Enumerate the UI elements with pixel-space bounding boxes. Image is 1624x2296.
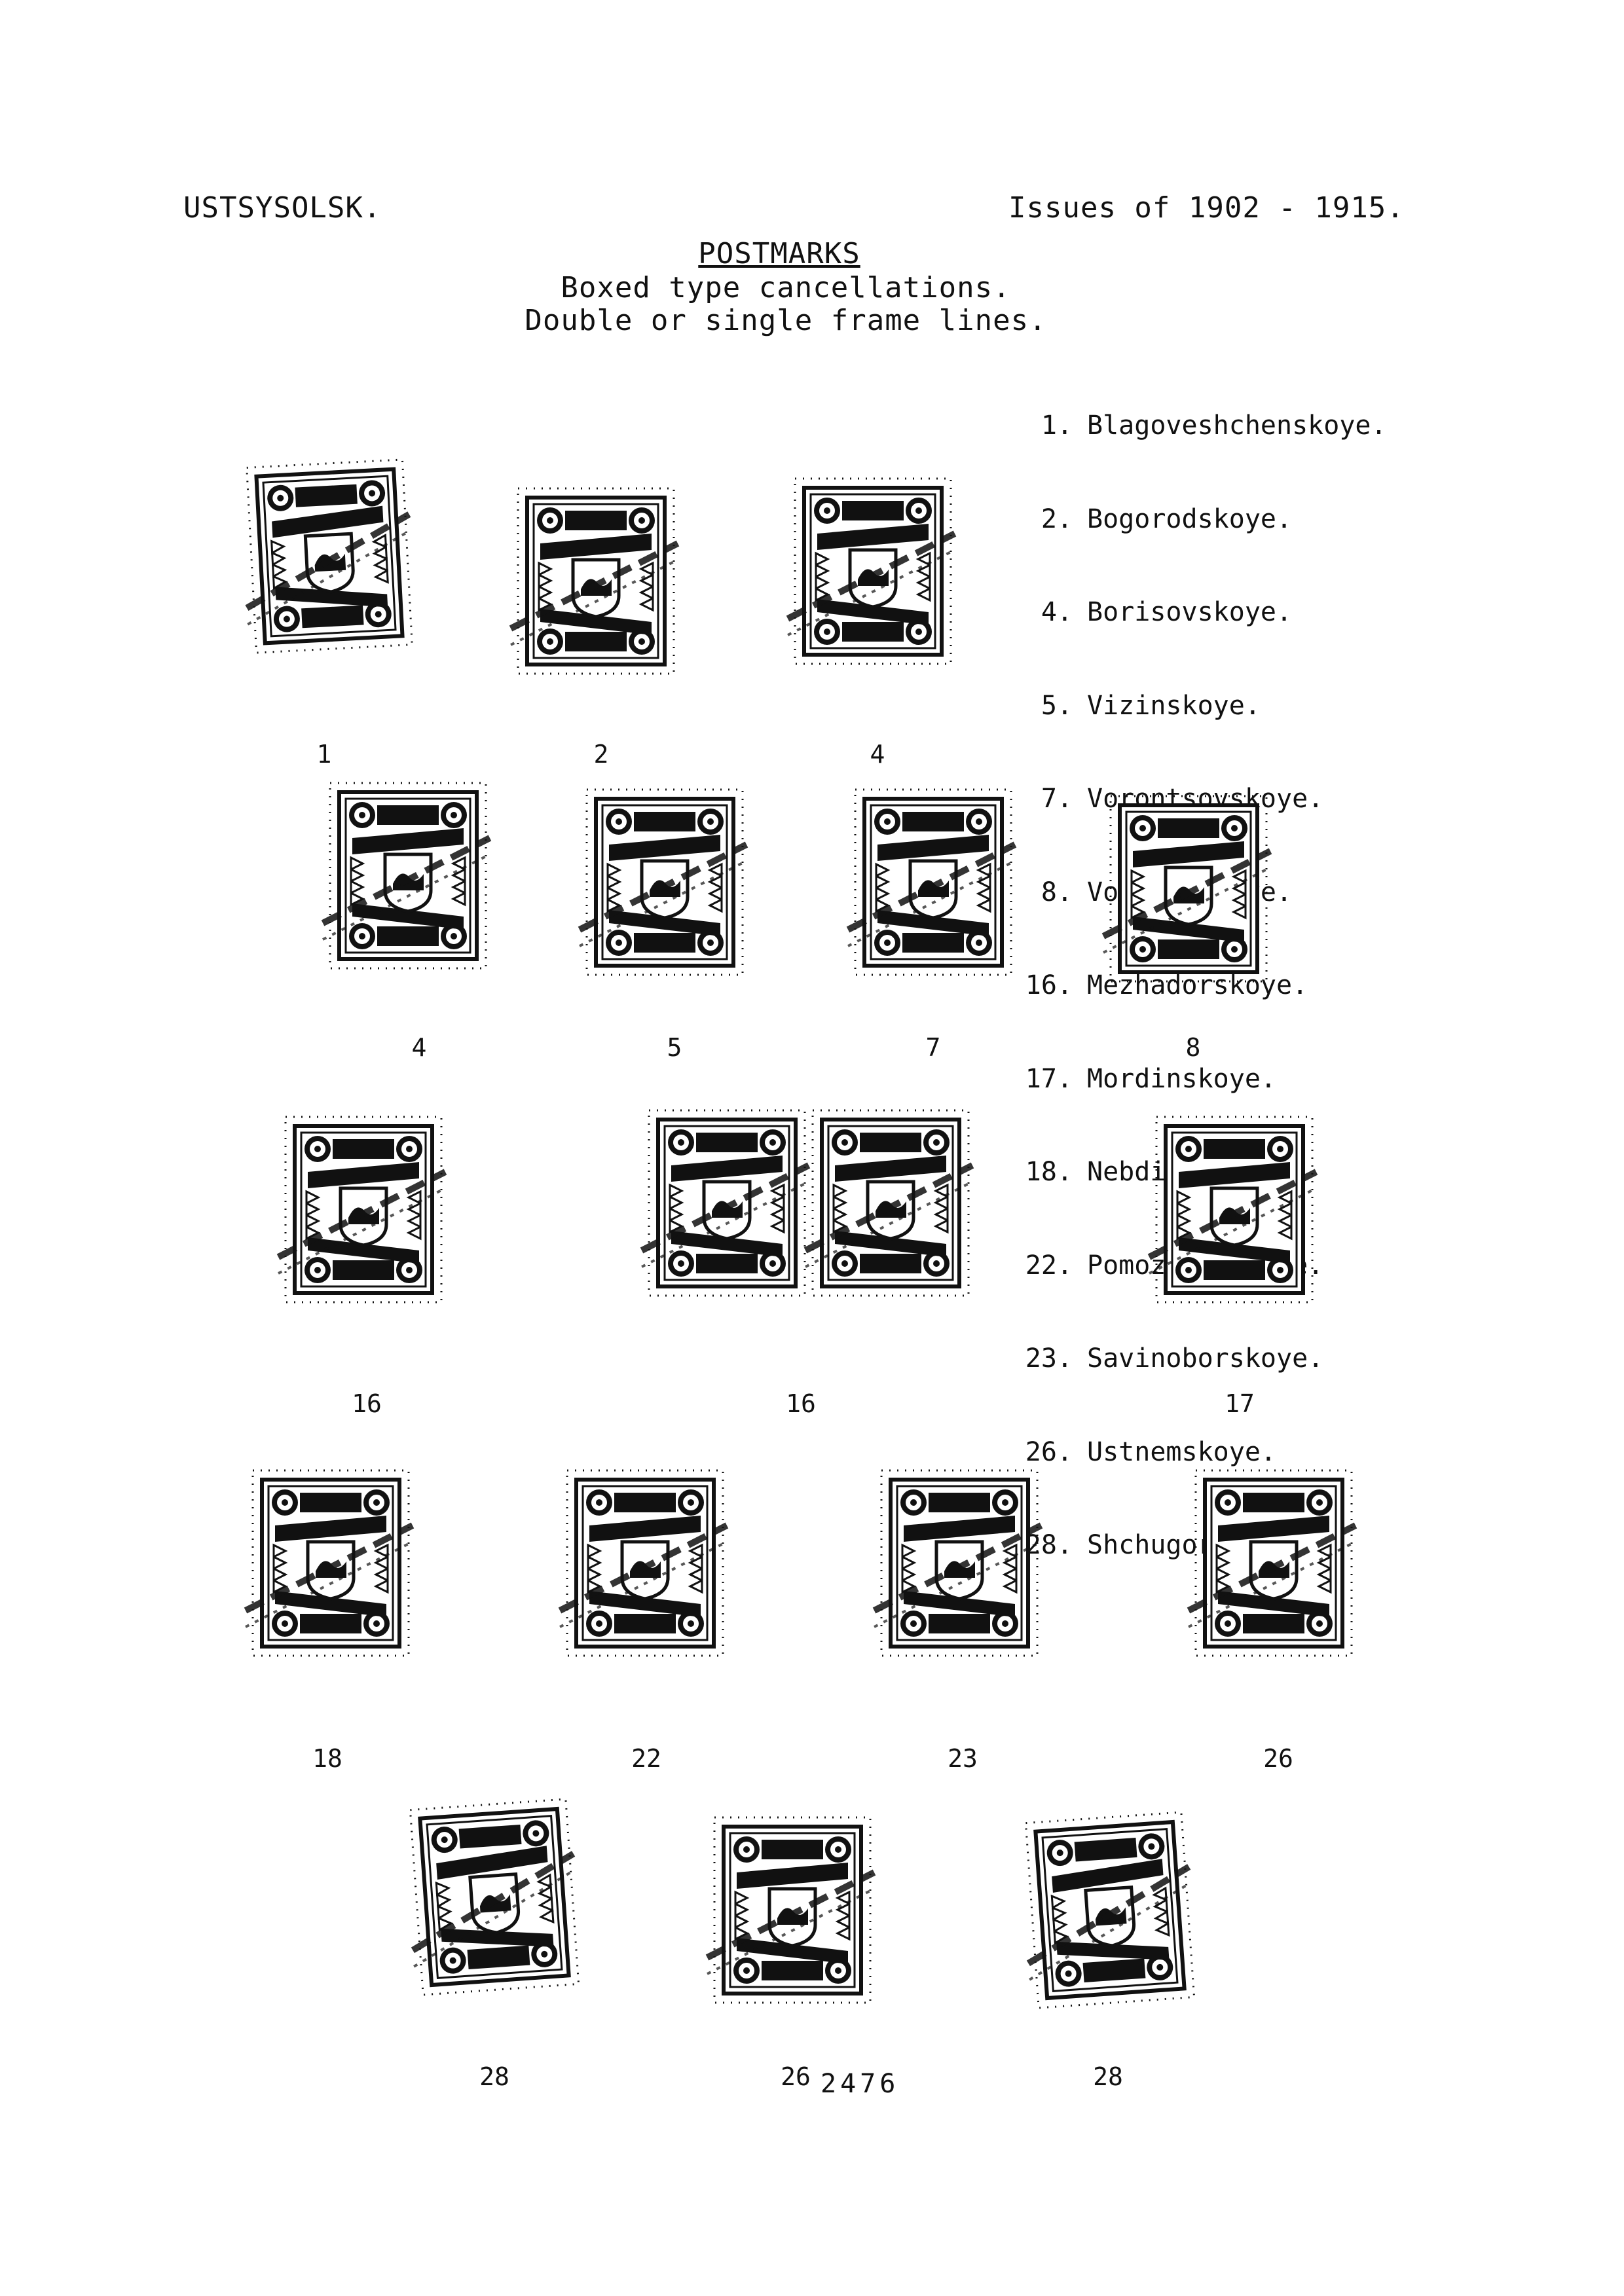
legend-name: Mordinskoye. xyxy=(1087,1063,1276,1094)
stamp-label: 28 xyxy=(1093,2062,1123,2091)
legend-item: 4. Borisovskoye. xyxy=(1001,597,1387,629)
stamp-icon xyxy=(276,1116,447,1303)
stamp-label: 28 xyxy=(479,2062,509,2091)
stamp-label: 8 xyxy=(1185,1033,1201,1062)
stamp-label: 4 xyxy=(411,1033,427,1062)
section-subtitle-1: Boxed type cancellations. xyxy=(561,271,1011,304)
stamp-icon xyxy=(872,1469,1043,1657)
stamp-icon xyxy=(1187,1469,1357,1657)
legend-num: 17. xyxy=(1025,1063,1073,1094)
legend-name: Blagoveshchenskoye. xyxy=(1087,410,1387,441)
stamp-label: 16 xyxy=(786,1389,816,1418)
legend-item: 16. Mezhadorskoye. xyxy=(1001,970,1387,1002)
legend-num: 18. xyxy=(1025,1157,1073,1187)
page-number: 2476 xyxy=(821,2069,900,2099)
stamp-icon xyxy=(846,788,1017,976)
legend-item: 26. Ustnemskoye. xyxy=(1001,1437,1387,1468)
legend-item: 5. Vizinskoye. xyxy=(1001,691,1387,722)
stamp-label: 26 xyxy=(1263,1744,1293,1773)
stamp-icon xyxy=(578,788,748,976)
page-header-right: Issues of 1902 - 1915. xyxy=(1008,191,1405,225)
stamp-label: 4 xyxy=(870,740,885,769)
stamp-icon xyxy=(803,1109,974,1297)
stamp-icon xyxy=(509,487,680,675)
stamp-icon xyxy=(244,1469,415,1657)
stamp-label: 18 xyxy=(312,1744,342,1773)
legend-name: Borisovskoye. xyxy=(1087,597,1293,627)
stamp-icon xyxy=(558,1469,729,1657)
stamp-icon xyxy=(1024,1811,1196,2009)
legend-name: Mezhadorskoye. xyxy=(1087,970,1308,1000)
legend-num: 22. xyxy=(1025,1250,1073,1281)
stamp-icon xyxy=(245,458,413,654)
stamp-icon xyxy=(321,782,492,970)
legend-num: 2. xyxy=(1041,503,1073,534)
stamp-label: 26 xyxy=(781,2062,811,2091)
stamp-icon xyxy=(786,477,957,665)
legend-item: 17. Mordinskoye. xyxy=(1001,1064,1387,1095)
section-title: POSTMARKS xyxy=(698,237,860,270)
legend-name: Vizinskoye. xyxy=(1087,690,1261,721)
legend-num: 1. xyxy=(1041,410,1073,441)
legend-num: 4. xyxy=(1041,597,1073,627)
stamp-label: 22 xyxy=(631,1744,661,1773)
legend-num: 23. xyxy=(1025,1343,1073,1374)
legend-item: 1. Blagoveshchenskoye. xyxy=(1001,410,1387,442)
legend-name: Bogorodskoye. xyxy=(1087,503,1293,534)
legend-item: 23. Savinoborskoye. xyxy=(1001,1343,1387,1375)
stamp-label: 17 xyxy=(1225,1389,1255,1418)
stamp-label: 23 xyxy=(948,1744,978,1773)
legend-num: 8. xyxy=(1041,877,1073,907)
legend-num: 5. xyxy=(1041,690,1073,721)
stamp-label: 16 xyxy=(352,1389,382,1418)
stamp-icon xyxy=(705,1816,876,2004)
legend-num: 16. xyxy=(1025,970,1073,1000)
page-header-left: USTSYSOLSK. xyxy=(183,191,382,225)
legend-item: 2. Bogorodskoye. xyxy=(1001,504,1387,536)
legend-name: Ustnemskoye. xyxy=(1087,1436,1276,1467)
legend-num: 7. xyxy=(1041,784,1073,814)
section-subtitle-2: Double or single frame lines. xyxy=(525,304,1047,337)
stamp-label: 2 xyxy=(593,740,609,769)
stamp-label: 5 xyxy=(667,1033,682,1062)
legend-num: 26. xyxy=(1025,1436,1073,1467)
stamp-label: 1 xyxy=(316,740,332,769)
stamp-icon xyxy=(1147,1116,1318,1303)
stamp-icon xyxy=(640,1109,811,1297)
stamp-label: 7 xyxy=(925,1033,941,1062)
legend-name: Savinoborskoye. xyxy=(1087,1343,1324,1374)
stamp-icon xyxy=(1101,795,1272,983)
stamp-icon xyxy=(409,1798,580,1996)
